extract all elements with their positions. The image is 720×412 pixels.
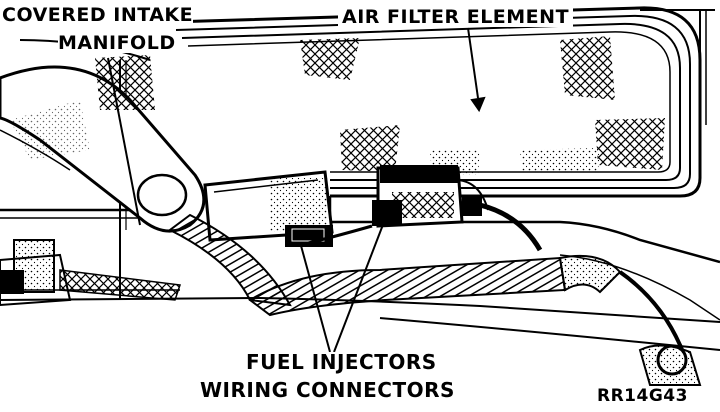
figure-code: RR14G43 xyxy=(597,386,688,406)
air-filter-housing xyxy=(169,6,715,198)
injector-connector-right xyxy=(372,165,489,228)
wiring-harness xyxy=(168,202,686,374)
left-lower-bracket xyxy=(0,239,182,307)
air-filter-label: AIR FILTER ELEMENT xyxy=(338,8,574,27)
lower-right-clamp xyxy=(638,344,702,386)
fuel-injectors-label: FUEL INJECTORS xyxy=(246,350,437,374)
intake-manifold-label: MANIFOLD xyxy=(58,32,176,54)
filter-hatching xyxy=(300,36,665,175)
injector-connector-left xyxy=(203,170,334,247)
air-filter-arrow xyxy=(467,27,486,113)
fuel-injector-pointers xyxy=(299,221,385,353)
intake-pointer xyxy=(107,57,141,226)
wiring-connectors-label: WIRING CONNECTORS xyxy=(200,378,455,402)
intake-manifold-cover xyxy=(0,39,206,233)
covered-intake-label: COVERED INTAKE xyxy=(2,4,194,26)
